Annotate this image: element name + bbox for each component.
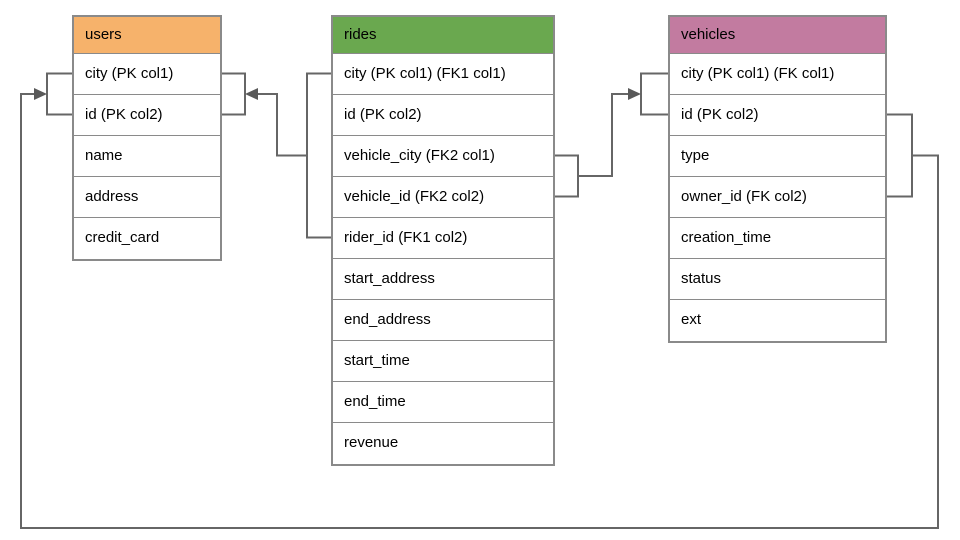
table-row: name — [74, 136, 220, 177]
connector-vehicles-to-users — [20, 72, 939, 529]
table-row: id (PK col2) — [74, 95, 220, 136]
rides-to-vehicles-line — [578, 93, 629, 177]
table-title: users — [85, 26, 122, 43]
table-row: end_time — [333, 382, 553, 423]
table-row: id (PK col2) — [670, 95, 885, 136]
table-vehicles-header: vehicles — [670, 17, 885, 54]
table-row: vehicle_city (FK2 col1) — [333, 136, 553, 177]
arrowhead-left-icon — [245, 88, 258, 100]
users-left-pk-bracket — [46, 72, 72, 116]
rides-to-users-line — [257, 93, 307, 157]
table-vehicles: vehicles city (PK col1) (FK col1) id (PK… — [668, 15, 887, 343]
table-row: ext — [670, 300, 885, 341]
table-row: vehicle_id (FK2 col2) — [333, 177, 553, 218]
table-row: rider_id (FK1 col2) — [333, 218, 553, 259]
table-row: city (PK col1) (FK1 col1) — [333, 54, 553, 95]
table-row: end_address — [333, 300, 553, 341]
table-row: city (PK col1) — [74, 54, 220, 95]
table-title: vehicles — [681, 26, 736, 43]
table-row: start_address — [333, 259, 553, 300]
table-row: credit_card — [74, 218, 220, 259]
table-users-header: users — [74, 17, 220, 54]
table-rides-header: rides — [333, 17, 553, 54]
table-row: revenue — [333, 423, 553, 464]
vehicles-left-pk-bracket — [640, 72, 668, 116]
table-row: type — [670, 136, 885, 177]
table-title: rides — [344, 26, 377, 43]
table-row: creation_time — [670, 218, 885, 259]
table-row: address — [74, 177, 220, 218]
table-row: id (PK col2) — [333, 95, 553, 136]
table-users: users city (PK col1) id (PK col2) name a… — [72, 15, 222, 261]
connector-rides-to-vehicles — [555, 72, 668, 198]
table-rides: rides city (PK col1) (FK1 col1) id (PK c… — [331, 15, 555, 466]
table-row: owner_id (FK col2) — [670, 177, 885, 218]
arrowhead-right-icon — [34, 88, 47, 100]
vehicles-to-users-line — [20, 93, 939, 529]
table-row: start_time — [333, 341, 553, 382]
rides-left-fk1-bracket — [306, 72, 331, 239]
users-right-pk-bracket — [222, 72, 246, 116]
rides-right-fk2-bracket — [555, 154, 579, 198]
table-row: city (PK col1) (FK col1) — [670, 54, 885, 95]
vehicles-right-fk-bracket — [887, 113, 913, 198]
arrowhead-right-icon — [628, 88, 641, 100]
table-row: status — [670, 259, 885, 300]
connector-rides-to-users — [222, 72, 331, 239]
